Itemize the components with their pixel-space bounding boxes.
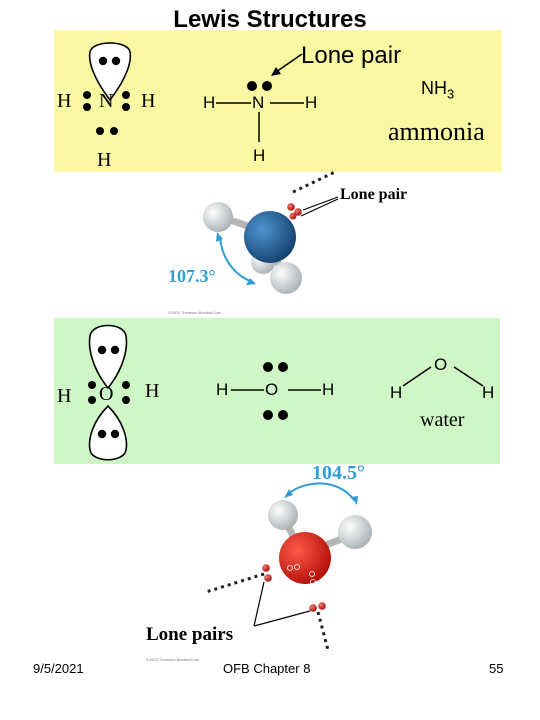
ammonia-line-n: N	[252, 93, 265, 112]
water-panel	[54, 318, 500, 464]
ammonia-dot-h-right: H	[141, 90, 156, 112]
footer-date: 9/5/2021	[33, 661, 84, 676]
water-dot-o: O	[99, 383, 114, 405]
water-name: water	[420, 409, 465, 431]
ammonia-dot-h-left: H	[57, 90, 72, 112]
water-bond-angle: 104.5°	[312, 462, 365, 484]
water-bent-h-right: H	[482, 383, 495, 402]
water-image-credit: ©2003 Thomson-Brooks/Cole	[146, 657, 199, 662]
water-line-o: O	[265, 380, 279, 399]
ammonia-dot-n: N	[99, 90, 114, 112]
page-title: Lewis Structures	[173, 6, 367, 33]
water-dot-h-left: H	[57, 385, 72, 407]
water-bent-o: O	[434, 355, 448, 374]
model-lone-pair-label: Lone pair	[340, 186, 408, 203]
lone-pairs-label: Lone pairs	[146, 624, 234, 645]
water-bent-h-left: H	[390, 383, 403, 402]
ammonia-bond-angle: 107.3°	[168, 266, 216, 286]
water-bent-structure	[402, 366, 484, 387]
ammonia-line-h-right: H	[305, 93, 318, 112]
footer-page-number: 55	[489, 661, 504, 676]
ammonia-formula: NH3	[421, 78, 455, 102]
ammonia-name: ammonia	[388, 117, 485, 146]
water-line-h-right: H	[322, 380, 335, 399]
water-lone-pair-lobes	[88, 324, 130, 461]
ammonia-image-credit: ©2003 Thomson-Brooks/Cole	[168, 310, 221, 315]
water-line-h-left: H	[216, 380, 229, 399]
ammonia-dot-h-bottom: H	[97, 149, 112, 171]
lone-pair-label: Lone pair	[301, 42, 402, 69]
ammonia-3d-model	[203, 170, 339, 294]
ammonia-bonding-dots	[83, 91, 130, 135]
footer-chapter: OFB Chapter 8	[223, 661, 311, 676]
water-dot-h-right: H	[145, 380, 160, 402]
ammonia-line-h-left: H	[203, 93, 216, 112]
lone-pair-orbital-lobe	[88, 42, 132, 102]
ammonia-line-structure	[216, 81, 304, 142]
water-3d-model	[205, 482, 372, 650]
water-line-structure	[231, 362, 321, 420]
lone-pair-arrow	[271, 53, 303, 76]
ammonia-line-h-bottom: H	[253, 146, 266, 165]
